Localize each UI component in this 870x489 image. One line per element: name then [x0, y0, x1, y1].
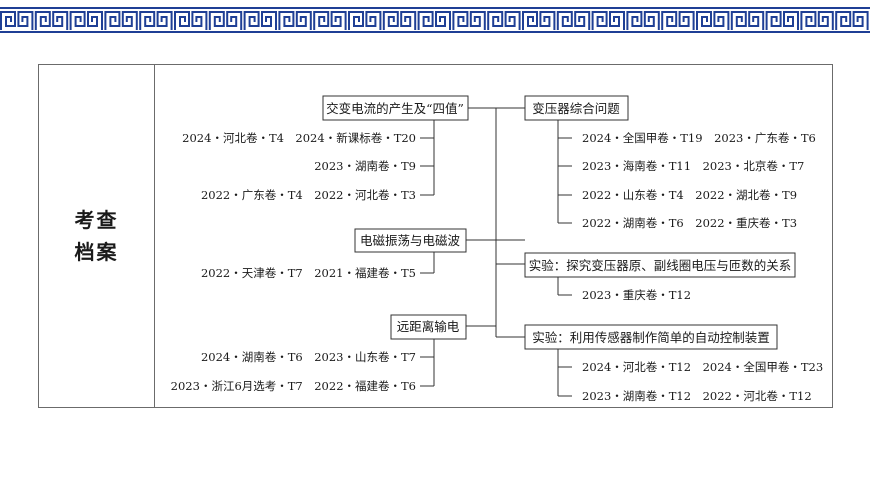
meander-motif [104, 11, 121, 30]
meander-motif [696, 11, 712, 30]
decorative-border [0, 7, 870, 33]
meander-motif [69, 11, 86, 30]
meander-motif [591, 11, 608, 30]
meander-motif [226, 11, 243, 30]
meander-motif [17, 11, 34, 30]
meander-motif [748, 11, 765, 30]
side-title-column: 考查 档案 [39, 65, 155, 407]
meander-motif [469, 11, 486, 30]
meander-motif [678, 11, 695, 30]
meander-motif [539, 11, 556, 30]
meander-motif [435, 11, 451, 30]
meander-motif [643, 11, 660, 30]
meander-motif [139, 11, 156, 30]
right-exam-entry: 2022・湖南卷・T6 2022・重庆卷・T3 [582, 216, 797, 230]
side-title-line-1: 考查 [74, 208, 119, 232]
meander-motif [800, 11, 817, 30]
meander-motif [87, 11, 103, 30]
meander-motif [783, 11, 799, 30]
exam-archive-panel: 考查 档案 [38, 64, 833, 408]
left-exam-entry: 2024・河北卷・T4 2024・新课标卷・T20 [182, 131, 416, 145]
meander-motif [0, 11, 16, 30]
right-topic-box-1: 变压器综合问题 [524, 95, 629, 121]
meander-motif [295, 11, 312, 30]
right-exam-entry: 2023・海南卷・T11 2023・北京卷・T7 [582, 159, 804, 173]
meander-motif [452, 11, 469, 30]
left-exam-entry: 2022・天津卷・T7 2021・福建卷・T5 [201, 266, 416, 280]
right-topic-box-2: 实验：探究变压器原、副线圈电压与匝数的关系 [524, 252, 796, 278]
meander-motif [34, 11, 51, 30]
right-exam-entry: 2024・河北卷・T12 2024・全国甲卷・T23 [582, 360, 823, 374]
right-topic-box-3: 实验：利用传感器制作简单的自动控制装置 [524, 324, 778, 350]
meander-motif [817, 11, 834, 30]
right-exam-entry: 2023・湖南卷・T12 2022・河北卷・T12 [582, 389, 812, 403]
meander-motif [243, 11, 260, 30]
meander-motif [852, 11, 869, 30]
meander-motif [522, 11, 538, 30]
side-title-line-2: 档案 [74, 240, 119, 264]
right-topic-label: 实验：探究变压器原、副线圈电压与匝数的关系 [529, 258, 792, 273]
meander-motif [330, 11, 347, 30]
meander-motif [191, 11, 208, 30]
left-exam-entry: 2023・浙江6月选考・T7 2022・福建卷・T6 [171, 379, 416, 393]
meander-motif [261, 11, 277, 30]
meander-motif [400, 11, 417, 30]
meander-motif [52, 11, 69, 30]
meander-motif [174, 11, 190, 30]
meander-motif [417, 11, 434, 30]
left-topic-label: 交变电流的产生及“四值” [326, 101, 464, 116]
left-topic-box-3: 远距离输电 [390, 314, 467, 340]
left-topic-box-1: 交变电流的产生及“四值” [322, 95, 469, 121]
meander-motif [121, 11, 138, 30]
meander-motif [348, 11, 364, 30]
meander-motif [487, 11, 504, 30]
right-exam-entry: 2023・重庆卷・T12 [582, 288, 691, 302]
meander-motif [730, 11, 747, 30]
meander-motif [382, 11, 399, 30]
meander-motif [313, 11, 330, 30]
left-exam-entry: 2022・广东卷・T4 2022・河北卷・T3 [201, 188, 416, 202]
meander-motif [626, 11, 643, 30]
left-topic-label: 电磁振荡与电磁波 [360, 233, 461, 248]
meander-motif [713, 11, 730, 30]
meander-motif [504, 11, 521, 30]
right-topic-label: 实验：利用传感器制作简单的自动控制装置 [532, 330, 770, 345]
meander-motif [208, 11, 225, 30]
meander-motif [765, 11, 782, 30]
tree-connectors [420, 107, 572, 397]
meander-motif [835, 11, 852, 30]
right-exam-entry: 2024・全国甲卷・T19 2023・广东卷・T6 [582, 131, 816, 145]
meander-motif [574, 11, 591, 30]
right-topic-label: 变压器综合问题 [532, 101, 620, 116]
meander-motif [609, 11, 625, 30]
meander-motif [278, 11, 295, 30]
right-exam-entry: 2022・山东卷・T4 2022・湖北卷・T9 [582, 188, 797, 202]
meander-motif [556, 11, 573, 30]
left-exam-entry: 2024・湖南卷・T6 2023・山东卷・T7 [201, 350, 416, 364]
meander-motif [365, 11, 382, 30]
left-topic-label: 远距离输电 [397, 319, 460, 334]
meander-motif [661, 11, 678, 30]
left-topic-box-2: 电磁振荡与电磁波 [354, 228, 467, 253]
meander-motif [156, 11, 173, 30]
left-exam-entry: 2023・湖南卷・T9 [314, 159, 416, 173]
